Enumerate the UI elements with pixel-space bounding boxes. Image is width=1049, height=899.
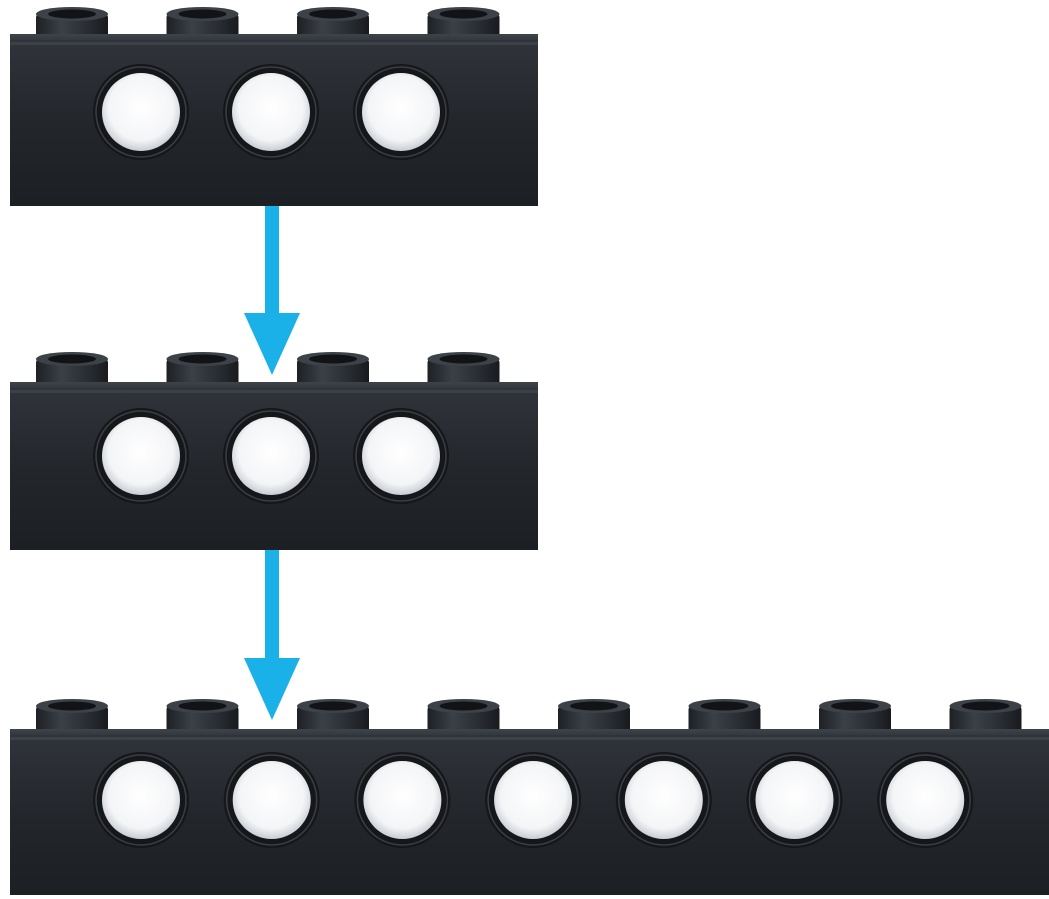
stud [949, 699, 1022, 736]
stud [297, 699, 369, 736]
arrow-down-1 [244, 206, 300, 375]
arrows-layer [244, 206, 300, 720]
stud [819, 699, 891, 736]
pin-hole [353, 64, 449, 160]
arrow-head [244, 658, 300, 720]
stud [297, 352, 369, 389]
stud [166, 352, 239, 389]
pin-hole [877, 752, 974, 848]
pin-hole [615, 752, 712, 848]
stud [36, 352, 108, 389]
stud [427, 352, 500, 389]
pin-hole [354, 752, 451, 848]
pin-hole [93, 752, 189, 848]
stud [166, 699, 239, 736]
stud [427, 699, 500, 736]
pin-hole [223, 64, 319, 160]
technic-brick-1x8-bottom [10, 699, 1049, 895]
stud [688, 699, 761, 736]
pin-hole [93, 408, 189, 504]
bricks-layer [10, 7, 1049, 895]
pin-hole [353, 408, 449, 504]
technic-brick-1x4-top [10, 7, 538, 206]
arrow-shaft [265, 550, 279, 660]
arrow-head [244, 313, 300, 375]
pin-hole [485, 752, 582, 848]
pin-hole [746, 752, 843, 848]
pin-hole [93, 64, 189, 160]
arrow-shaft [265, 206, 279, 315]
technic-brick-1x4-middle [10, 352, 538, 550]
arrow-down-2 [244, 550, 300, 720]
stud [36, 699, 108, 736]
pin-hole [223, 408, 319, 504]
pin-hole [223, 752, 320, 848]
stud [558, 699, 630, 736]
